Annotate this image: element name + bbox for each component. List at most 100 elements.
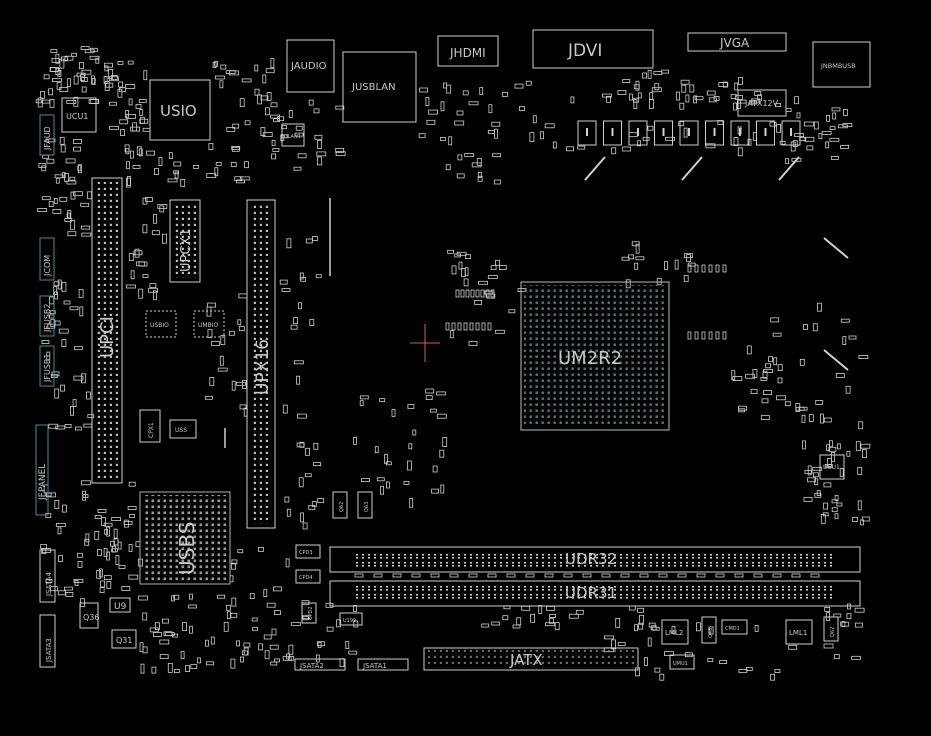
vrm-choke-mark bbox=[764, 128, 767, 136]
smd-part bbox=[806, 145, 814, 151]
smd-part bbox=[43, 74, 50, 80]
smd-part bbox=[463, 278, 469, 287]
vrm-chokes bbox=[577, 120, 801, 146]
smd-part bbox=[637, 607, 644, 613]
smd-part bbox=[185, 665, 191, 672]
jhdmi-label: JHDMI bbox=[449, 46, 486, 60]
smd-part bbox=[271, 139, 276, 146]
smd-part bbox=[40, 544, 47, 549]
smd-part bbox=[50, 67, 59, 72]
smd-part bbox=[240, 656, 245, 663]
connector-jdvi: JDVI bbox=[532, 29, 654, 69]
smd-part bbox=[494, 128, 498, 139]
smd-part bbox=[706, 90, 716, 96]
smd-part bbox=[412, 429, 417, 436]
smd-part bbox=[73, 96, 79, 107]
smd-part bbox=[544, 123, 555, 129]
smd-part bbox=[159, 205, 165, 213]
smd-part bbox=[830, 155, 839, 160]
smd-part bbox=[745, 667, 753, 671]
smd-part bbox=[502, 92, 508, 97]
smd-part bbox=[529, 132, 535, 143]
part-lml2: LML2 bbox=[661, 619, 689, 645]
smd-part bbox=[649, 98, 654, 109]
smd-part bbox=[219, 355, 224, 366]
smd-part bbox=[139, 118, 149, 124]
smd-part bbox=[270, 58, 275, 68]
smd-part bbox=[708, 331, 713, 340]
smd-part bbox=[60, 384, 65, 392]
smd-part bbox=[159, 639, 170, 645]
smd-part bbox=[546, 606, 555, 611]
smd-part bbox=[305, 447, 311, 456]
smd-part bbox=[258, 643, 264, 651]
smd-part bbox=[635, 256, 645, 261]
smd-part bbox=[231, 559, 238, 565]
smd-part bbox=[231, 597, 237, 607]
smd-part bbox=[149, 283, 157, 289]
smd-part bbox=[403, 480, 410, 485]
vrm-choke bbox=[603, 120, 622, 146]
smd-part bbox=[241, 78, 252, 83]
smd-part bbox=[280, 134, 289, 139]
smd-part bbox=[173, 161, 182, 167]
smd-part bbox=[577, 145, 586, 150]
smd-part bbox=[815, 400, 824, 405]
smd-part bbox=[777, 364, 783, 372]
smd-part bbox=[487, 129, 495, 134]
smd-part bbox=[487, 275, 498, 279]
smd-part bbox=[219, 80, 224, 89]
smd-part bbox=[440, 484, 445, 494]
smd-part bbox=[61, 56, 68, 62]
smd-part bbox=[772, 332, 782, 337]
smd-part bbox=[738, 669, 748, 673]
smd-part bbox=[834, 513, 839, 520]
smd-part bbox=[836, 502, 843, 507]
smd-part bbox=[335, 105, 345, 110]
jfusb2-label: JFUSB2 bbox=[43, 304, 52, 333]
smd-part bbox=[335, 151, 346, 157]
chip-ulan1: ULAN1 bbox=[281, 123, 305, 147]
smd-part bbox=[215, 161, 222, 166]
smd-part bbox=[554, 622, 560, 630]
smd-part bbox=[491, 121, 501, 127]
part-lml1: LML1 bbox=[785, 619, 813, 645]
smd-part bbox=[814, 478, 819, 486]
smd-part bbox=[814, 492, 822, 498]
smd-part bbox=[611, 147, 617, 155]
smd-part bbox=[654, 667, 661, 673]
smd-part bbox=[734, 573, 744, 578]
smd-part bbox=[59, 58, 65, 69]
smd-part bbox=[733, 102, 737, 111]
smd-part bbox=[776, 123, 781, 133]
smd-part bbox=[230, 658, 236, 669]
smd-part bbox=[158, 157, 163, 166]
smd-part bbox=[385, 461, 392, 466]
smd-part bbox=[125, 110, 129, 118]
smd-part bbox=[840, 318, 850, 323]
smd-part bbox=[108, 69, 113, 79]
smd-part bbox=[770, 673, 775, 681]
smd-part bbox=[234, 176, 243, 182]
smd-part bbox=[128, 98, 133, 106]
header-jfaud: JFAUD bbox=[39, 114, 55, 156]
smd-part bbox=[53, 197, 58, 204]
smd-part bbox=[799, 358, 805, 366]
smd-part bbox=[238, 326, 245, 331]
smd-part bbox=[271, 153, 277, 160]
jsata4-label: JSATA4 bbox=[45, 572, 53, 597]
smd-part bbox=[89, 55, 100, 60]
smd-part bbox=[134, 248, 140, 258]
smd-part bbox=[123, 521, 133, 525]
connector-jusblan: JUSBLAN bbox=[342, 51, 417, 123]
smd-part bbox=[650, 625, 657, 631]
smd-part bbox=[851, 655, 861, 660]
smd-part bbox=[51, 58, 60, 63]
smd-part bbox=[69, 306, 79, 311]
q63-label: Q63 bbox=[364, 502, 370, 512]
smd-part bbox=[302, 522, 308, 530]
smd-part bbox=[300, 512, 305, 523]
jdvi-label: JDVI bbox=[567, 41, 602, 61]
smd-part bbox=[100, 580, 105, 588]
smd-part bbox=[502, 615, 509, 621]
